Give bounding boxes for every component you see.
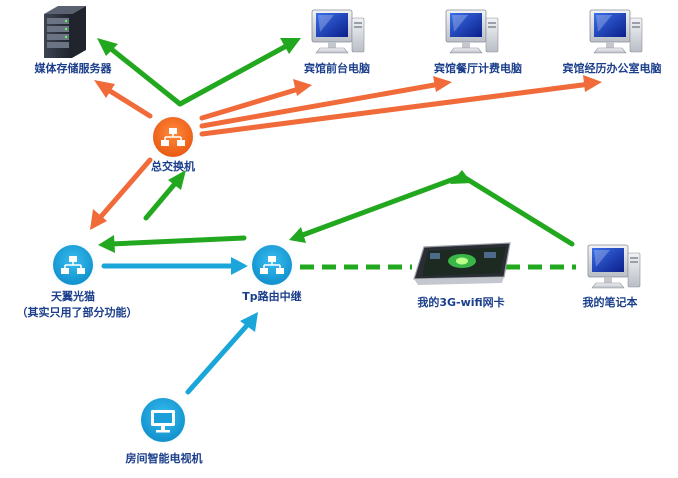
tv-monitor-icon (135, 392, 191, 448)
link-modem-to-switch (143, 170, 186, 221)
link-switch-to-front-desk (177, 38, 301, 107)
link-modem-to-router (101, 257, 248, 275)
network-switch-icon (245, 238, 299, 292)
desktop-computer-icon (445, 9, 499, 54)
desktop-computer-icon (589, 9, 643, 54)
optical-modem-note: （其实只用了部分功能） (16, 306, 138, 319)
tablet-device-icon (413, 242, 511, 285)
smart-tv-label: 房间智能电视机 (125, 452, 203, 465)
billing-pc-label: 宾馆餐厅计费电脑 (434, 62, 522, 75)
front-desk-pc-label: 宾馆前台电脑 (304, 62, 370, 75)
tp-router-label: Tp路由中继 (242, 290, 302, 303)
main-switch-label: 总交换机 (151, 160, 195, 173)
media-server-label: 媒体存储服务器 (34, 62, 112, 75)
manager-pc-label: 宾馆经历办公室电脑 (562, 62, 662, 75)
link-switch-orange-server (94, 80, 153, 119)
desktop-computer-icon (311, 9, 365, 54)
server-icon (44, 6, 86, 58)
desktop-computer-icon (587, 244, 641, 289)
link-tv-to-router (185, 312, 258, 395)
link-switch-to-modem (90, 157, 153, 230)
wifi-card-label: 我的3G-wifi网卡 (417, 296, 505, 309)
network-switch-icon (146, 110, 200, 164)
link-switch-orange-front-desk (199, 79, 312, 121)
link-switch-orange-billing (199, 76, 452, 129)
network-switch-icon (46, 238, 100, 292)
link-router-to-modem (98, 235, 247, 253)
optical-modem-label: 天翼光猫 (51, 290, 95, 303)
link-switch-to-server (97, 38, 183, 107)
laptop-label: 我的笔记本 (582, 296, 638, 309)
link-switch-orange-manager (199, 75, 602, 137)
link-laptop-to-router (289, 170, 575, 247)
